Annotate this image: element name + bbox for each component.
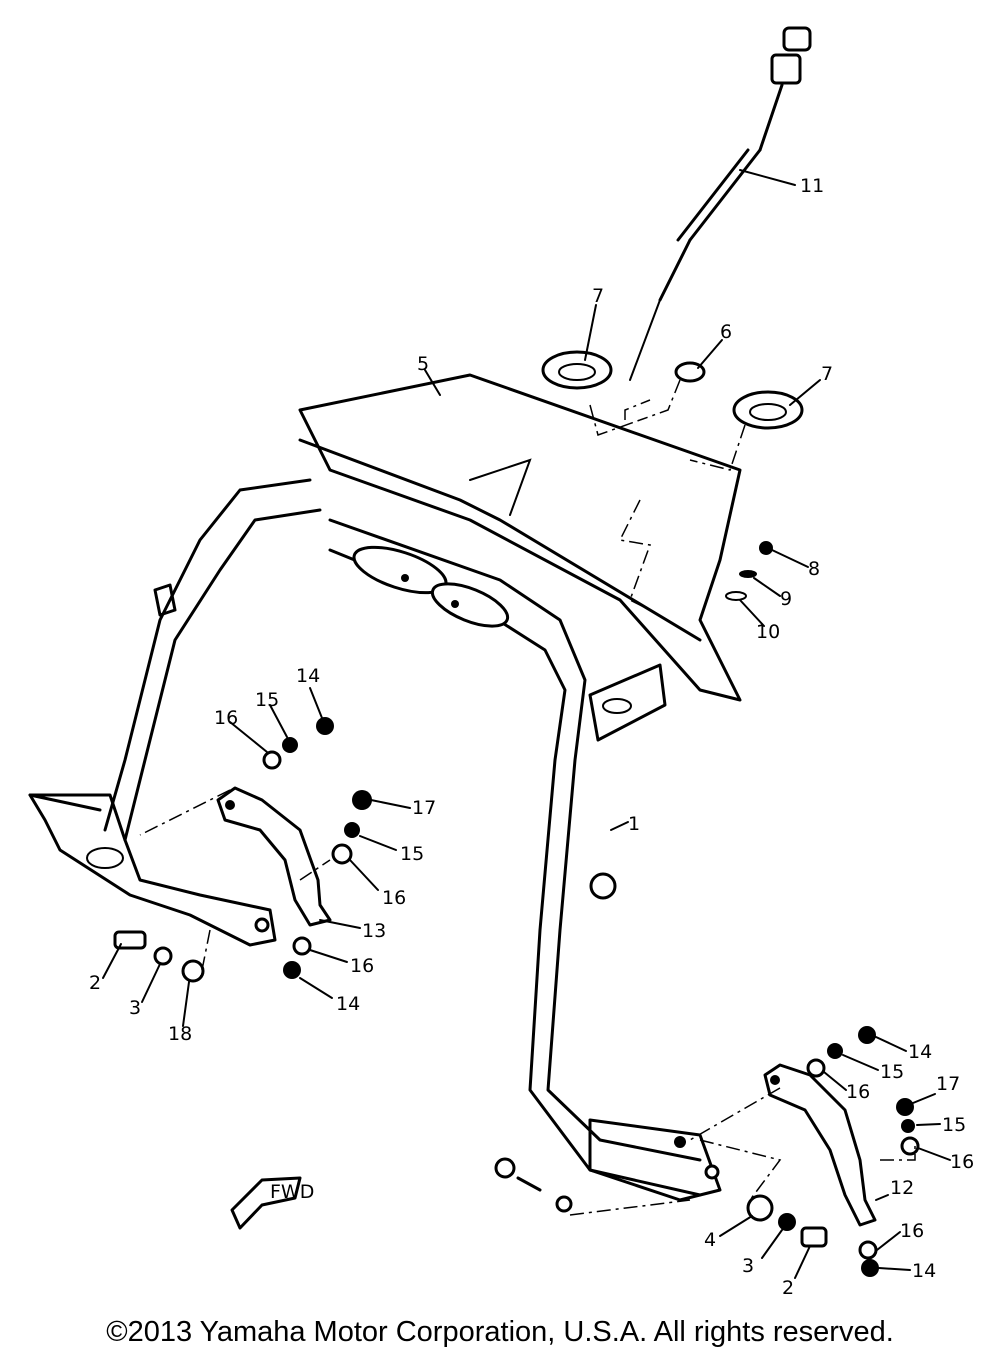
callout-3-right: 3: [742, 1255, 754, 1277]
callout-7-left: 7: [592, 285, 604, 307]
part-13-plate: [216, 786, 332, 927]
callout-14-b: 14: [336, 993, 360, 1015]
callout-11: 11: [800, 175, 824, 197]
leader-lines: [102, 169, 951, 1279]
callout-1: 1: [628, 813, 640, 835]
callout-4: 4: [704, 1229, 716, 1251]
callout-16-e: 16: [950, 1151, 974, 1173]
callout-10: 10: [756, 621, 780, 643]
callout-2-left: 2: [89, 972, 101, 994]
callout-16-c: 16: [350, 955, 374, 977]
callout-9: 9: [780, 588, 792, 610]
callout-14-a: 14: [296, 665, 320, 687]
callout-18: 18: [168, 1023, 192, 1045]
fwd-label: FWD: [270, 1181, 314, 1203]
callout-14-d: 14: [912, 1260, 936, 1282]
callout-3-left: 3: [129, 997, 141, 1019]
fwd-arrow-icon: FWD: [230, 1176, 314, 1230]
copyright-notice: ©2013 Yamaha Motor Corporation, U.S.A. A…: [106, 1316, 894, 1348]
callout-6: 6: [720, 321, 732, 343]
callout-12: 12: [890, 1177, 914, 1199]
callout-13: 13: [362, 920, 386, 942]
callout-17-a: 17: [412, 797, 436, 819]
callout-7-right: 7: [821, 363, 833, 385]
callout-15-b: 15: [400, 843, 424, 865]
part-grommet-left: [541, 350, 613, 390]
callout-14-c: 14: [908, 1041, 932, 1063]
callout-numbers: 11 5 7 6 7 8 9 10 1 14 15 16 17 15 16 13…: [89, 175, 974, 1299]
left-hardware: [113, 717, 372, 983]
callout-2-right: 2: [782, 1277, 794, 1299]
callout-16-f: 16: [900, 1220, 924, 1242]
part-left-step-bracket: [28, 793, 277, 947]
callout-8: 8: [808, 558, 820, 580]
callout-17-b: 17: [936, 1073, 960, 1095]
part-plug: [674, 361, 706, 383]
callout-15-a: 15: [255, 689, 279, 711]
part-panel: [298, 373, 742, 702]
part-grommet-right: [732, 390, 804, 430]
panel-hardware: [725, 541, 773, 601]
callout-16-b: 16: [382, 887, 406, 909]
callout-16-d: 16: [846, 1081, 870, 1103]
callout-16-a: 16: [214, 707, 238, 729]
callout-15-c: 15: [880, 1061, 904, 1083]
part-frame: [103, 478, 722, 1202]
callout-5: 5: [417, 353, 429, 375]
assembly-lines: [139, 379, 916, 1216]
callout-15-d: 15: [942, 1114, 966, 1136]
right-hardware: [494, 1026, 920, 1277]
part-cable: [629, 26, 812, 381]
